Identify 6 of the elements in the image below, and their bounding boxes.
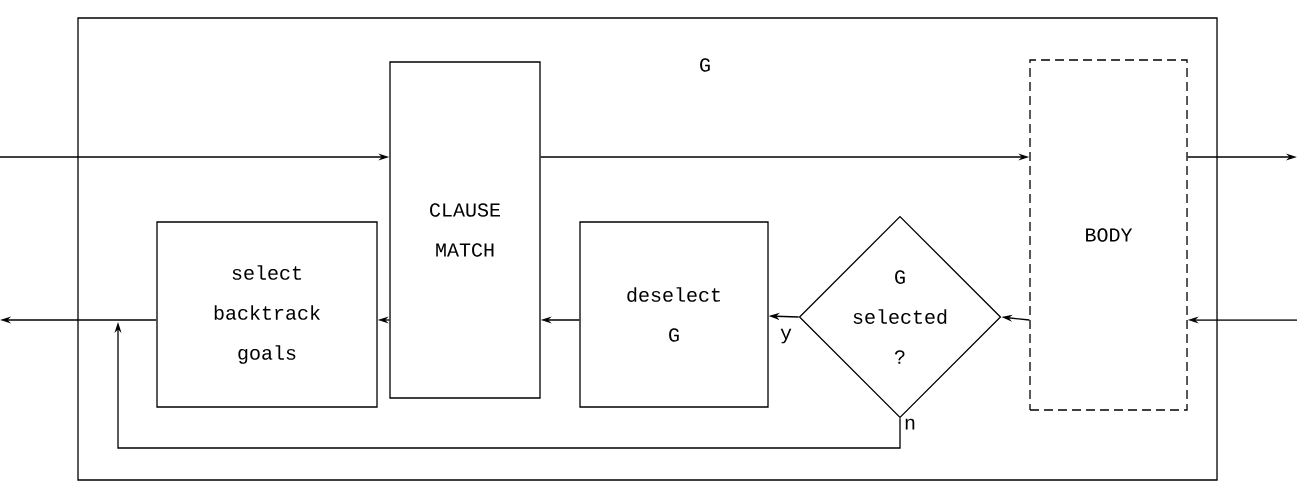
edge-label: n	[903, 417, 917, 431]
edge-label: y	[779, 327, 793, 345]
process-box: CLAUSE MATCH	[389, 61, 541, 399]
dashed-box: BODY	[1029, 59, 1188, 411]
process-box: select backtrack goals	[156, 221, 378, 408]
process-box: deselect G	[579, 221, 769, 408]
